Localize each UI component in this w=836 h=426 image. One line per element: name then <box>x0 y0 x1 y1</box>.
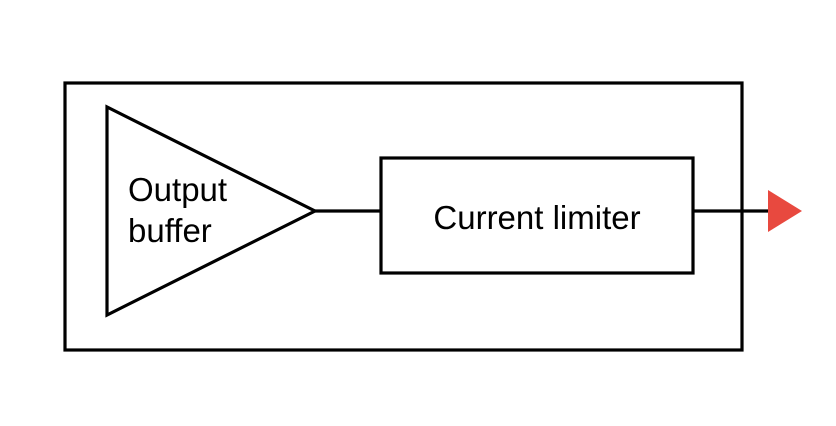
output-buffer-triangle <box>105 104 319 318</box>
current-limiter-box <box>379 156 695 275</box>
output-buffer-label-line1: Output <box>128 171 227 208</box>
current-limiter-label: Current limiter <box>433 199 640 236</box>
output-arrowhead-icon <box>768 190 802 232</box>
output-buffer-label-line2: buffer <box>128 212 212 249</box>
